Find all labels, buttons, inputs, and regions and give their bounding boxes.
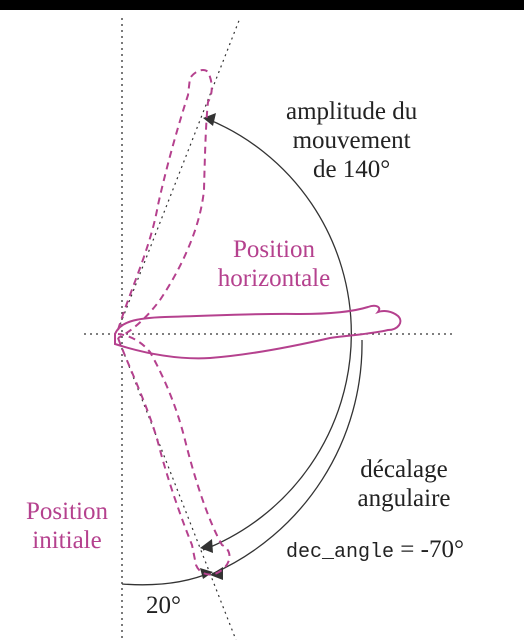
angular-offset-line-2: angulaire (357, 484, 451, 512)
raised-arm-outline (117, 69, 213, 339)
top-border (0, 0, 524, 10)
amplitude-line-3: de 140° (312, 155, 391, 183)
initial-position-label: Position initiale (14, 498, 120, 556)
angle-20-arc (121, 571, 213, 586)
initial-position-line-1: Position (26, 498, 108, 525)
amplitude-label: amplitude du mouvement de 140° (286, 98, 417, 184)
angular-offset-line-1: décalage (360, 456, 448, 483)
horizontal-position-line-2: horizontale (217, 264, 331, 292)
amplitude-arc-end-arrow (200, 539, 213, 553)
offset-arc (211, 339, 363, 575)
horizontal-arm-outline (114, 304, 402, 360)
horizontal-position-line-1: Position (233, 236, 315, 263)
angle-20-label: 20° (146, 592, 181, 619)
angular-offset-label: décalage angulaire (346, 456, 462, 514)
dec-angle-code: dec_angle (286, 541, 395, 564)
initial-position-line-2: initiale (32, 526, 102, 554)
amplitude-line-1: amplitude du (286, 98, 418, 125)
initial-arm-outline (117, 333, 231, 576)
dec-angle-value: = -70° (400, 536, 464, 563)
horizontal-position-label: Position horizontale (204, 236, 344, 294)
upper-limit-axis (117, 17, 241, 331)
amplitude-arc-start-arrow (203, 113, 216, 126)
amplitude-line-2: mouvement (292, 126, 411, 154)
dec-angle-formula: dec_angle = -70° (286, 536, 464, 565)
